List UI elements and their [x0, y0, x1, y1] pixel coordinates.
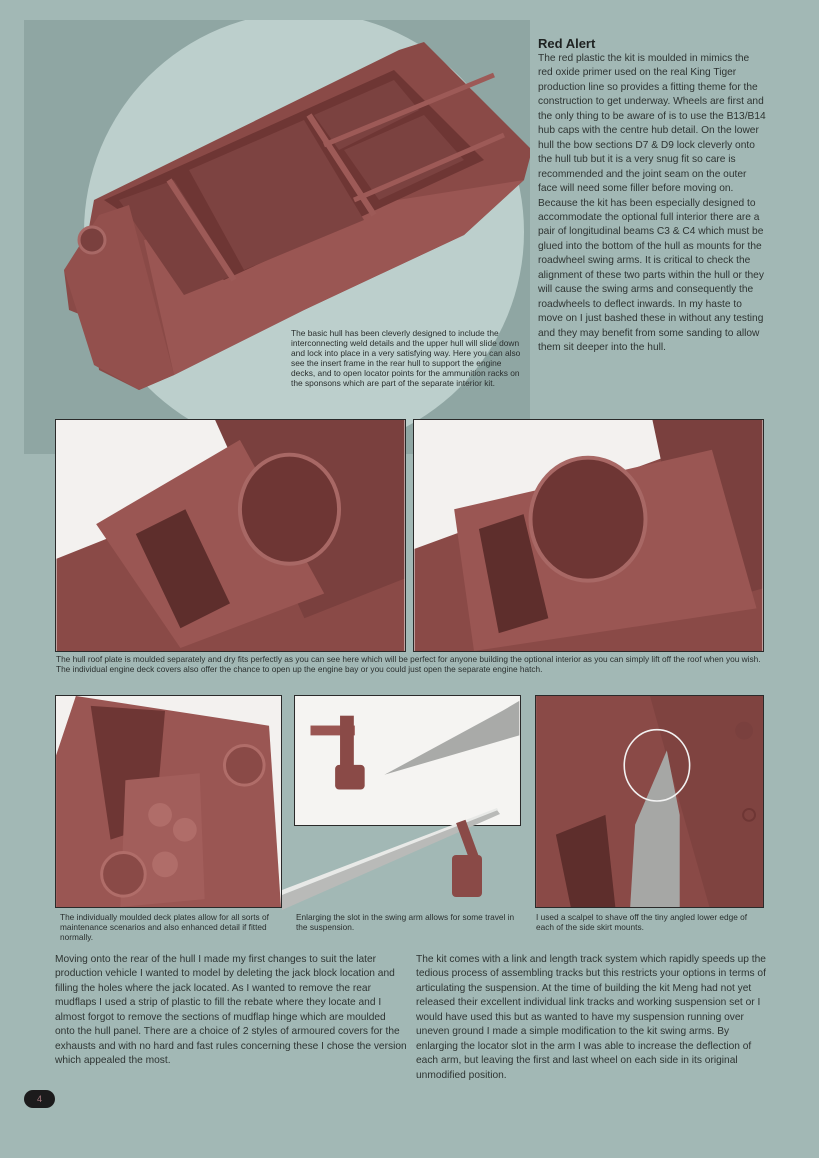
section-title: Red Alert: [538, 36, 596, 51]
scalpel-photo: [535, 695, 764, 908]
tweezers-image: [282, 808, 500, 910]
page-number-badge: 4: [24, 1090, 55, 1108]
body-text-left: Moving onto the rear of the hull I made …: [55, 954, 407, 1067]
roof-photos-caption: The hull roof plate is moulded separatel…: [56, 654, 761, 675]
hero-caption: The basic hull has been cleverly designe…: [291, 328, 521, 389]
scalpel-caption: I used a scalpel to shave off the tiny a…: [536, 912, 748, 933]
deck-plates-photo: [55, 695, 282, 908]
hero-panel: [24, 20, 530, 454]
roof-photo-fitted: [413, 419, 764, 652]
body-text-right: The kit comes with a link and length tra…: [416, 954, 766, 1081]
swing-arm-caption: Enlarging the slot in the swing arm allo…: [296, 912, 515, 933]
deck-plates-caption: The individually moulded deck plates all…: [60, 912, 269, 943]
hull-photo: [64, 42, 530, 390]
swing-arm-photo: [294, 695, 521, 826]
roof-photo-lifted: [55, 419, 406, 652]
section-body: The red plastic the kit is moulded in mi…: [538, 53, 766, 354]
